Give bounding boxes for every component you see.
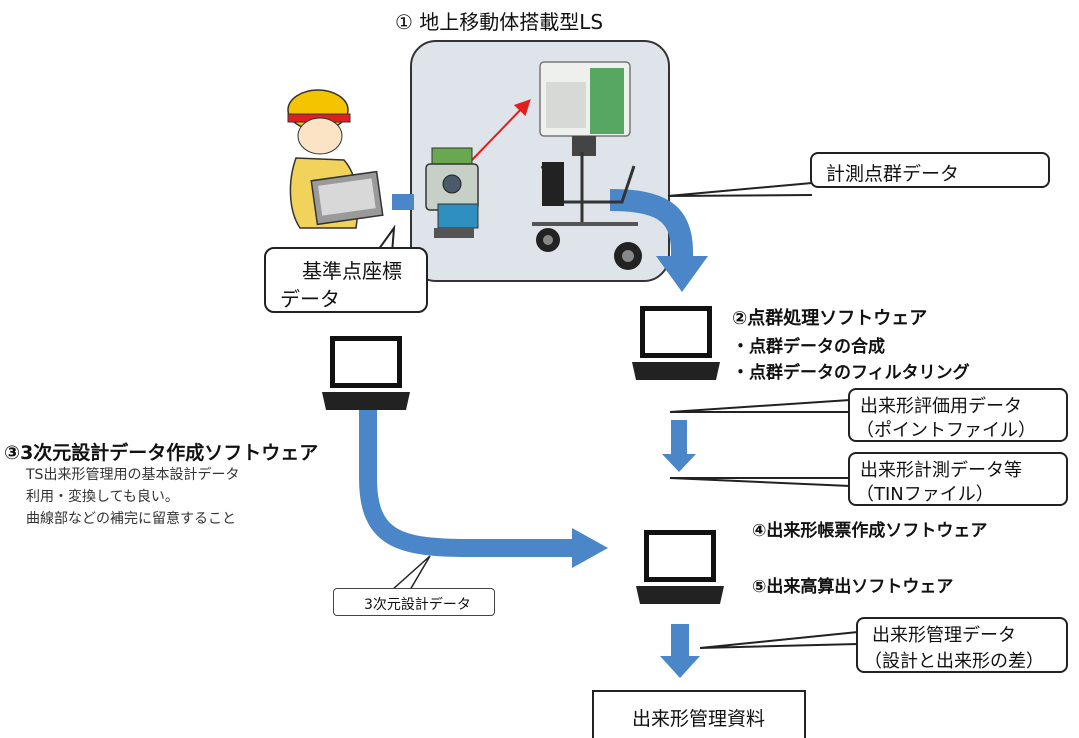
point-cloud-label: 計測点群データ <box>826 163 960 185</box>
output-document-box: 出来形管理資料 <box>592 690 806 738</box>
worker-icon <box>287 89 384 229</box>
volume-to-output-arrow <box>660 656 700 678</box>
measurement-data-callout: 出来形計測データ等 （TINファイル） <box>848 452 1068 506</box>
measurement-data-line2: （TINファイル） <box>856 484 994 505</box>
evaluation-data-line1: 出来形評価用データ <box>860 396 1022 417</box>
control-data-line2: （設計と出来形の差） <box>864 651 1044 672</box>
diagram-title: ① 地上移動体搭載型LS <box>395 10 604 34</box>
processing-to-form-arrow <box>662 454 696 472</box>
reference-point-callout: 基準点座標 データ <box>264 247 428 313</box>
laser-scanner-icon <box>532 61 642 270</box>
design-software-note: TS出来形管理用の基本設計データ <box>26 467 240 483</box>
point-processing-title: ②点群処理ソフトウェア <box>732 308 928 329</box>
reference-point-label-line1: 基準点座標 <box>302 259 402 283</box>
design-software-note: 曲線部などの補完に留意すること <box>26 511 236 527</box>
control-data-line1: 出来形管理データ <box>872 625 1016 646</box>
output-document-label: 出来形管理資料 <box>632 708 766 730</box>
station-to-scanner-arrow <box>471 99 531 161</box>
form-software-title: ④出来形帳票作成ソフトウェア <box>752 521 988 541</box>
volume-software-title: ⑤出来高算出ソフトウェア <box>752 577 954 597</box>
evaluation-data-callout: 出来形評価用データ （ポイントファイル） <box>848 388 1068 442</box>
design-to-form-arrow <box>359 408 575 557</box>
design-data-label: 3次元設計データ <box>364 597 471 613</box>
reference-point-label-line2: データ <box>280 287 340 311</box>
measurement-data-line1: 出来形計測データ等 <box>860 460 1022 481</box>
laptop-icon <box>636 530 724 604</box>
evaluation-data-line2: （ポイントファイル） <box>856 420 1036 441</box>
laptop-icon <box>632 306 720 380</box>
point-cloud-callout: 計測点群データ <box>810 152 1050 188</box>
point-processing-item: ・点群データのフィルタリング <box>732 363 970 383</box>
design-data-label-box: 3次元設計データ <box>333 588 495 616</box>
worker-to-station-arrow <box>392 194 414 210</box>
laptop-icon <box>322 336 410 410</box>
design-software-note: 利用・変換しても良い。 <box>26 489 179 505</box>
control-data-callout: 出来形管理データ （設計と出来形の差） <box>856 617 1068 673</box>
point-processing-item: ・点群データの合成 <box>732 337 885 357</box>
total-station-icon <box>425 147 479 238</box>
design-software-title: ③3次元設計データ作成ソフトウェア <box>4 442 319 464</box>
scanner-to-processing-arrow <box>609 189 693 258</box>
